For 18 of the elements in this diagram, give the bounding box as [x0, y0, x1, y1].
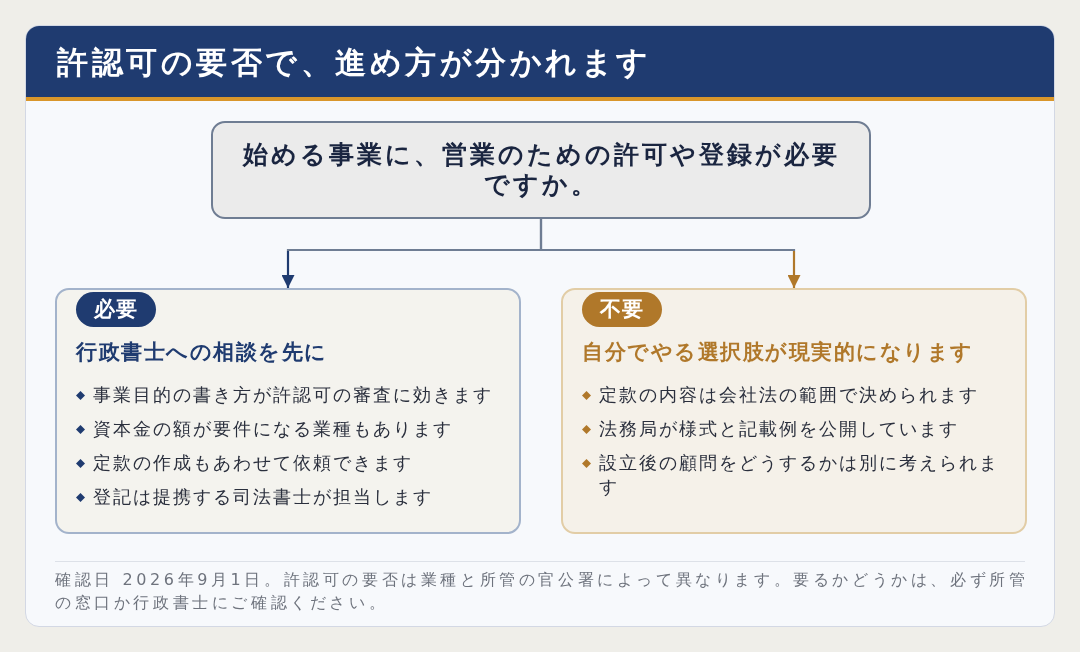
decision-box	[211, 121, 871, 219]
bullet-text: 定款の内容は会社法の範囲で決められます	[599, 383, 980, 407]
bullet-text: 法務局が様式と記載例を公開しています	[599, 417, 960, 441]
bullet-text: 事業目的の書き方が許認可の審査に効きます	[93, 383, 494, 407]
bullet-text: 定款の作成もあわせて依頼できます	[93, 451, 414, 475]
bullet-text: 設立後の顧問をどうするかは別に考えられます	[599, 451, 1000, 499]
card-heading: 行政書士への相談を先に	[76, 339, 328, 366]
status-badge: 必要	[76, 292, 156, 327]
status-badge: 不要	[582, 292, 662, 327]
bullet-text: 資本金の額が要件になる業種もあります	[93, 417, 454, 441]
card-heading: 自分でやる選択肢が現実的になります	[582, 339, 974, 366]
outcome-card	[561, 288, 1027, 534]
footnote: 確認日 2026年9月1日。許認可の要否は業種と所管の官公署によって異なります。要るかどうかは、必ず所管の窓口か行政書士にご確認ください。	[55, 569, 1030, 614]
bullet-text: 登記は提携する司法書士が担当します	[93, 485, 434, 509]
title: 許認可の要否で、進め方が分かれます	[57, 43, 652, 81]
connector-arrow	[539, 219, 801, 288]
question-text: 始める事業に、営業のための許可や登録が必要ですか。	[241, 140, 841, 200]
outcome-card	[55, 288, 521, 534]
